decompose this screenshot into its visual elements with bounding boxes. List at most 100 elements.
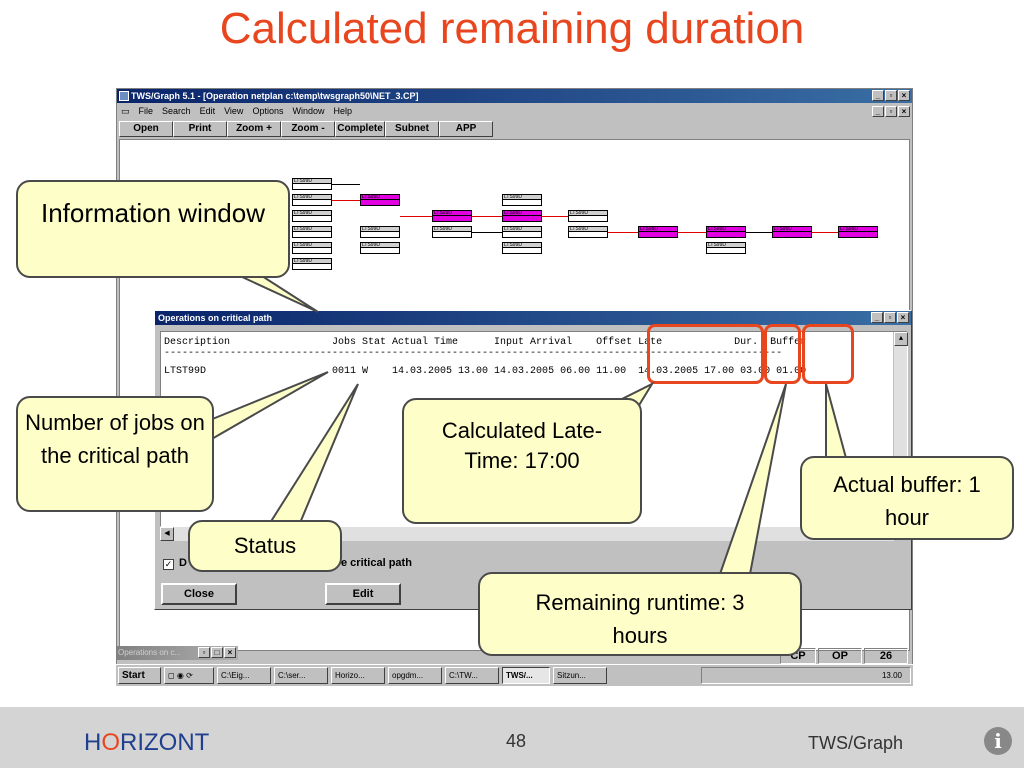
critical-node[interactable]: LTS99D — [772, 226, 812, 238]
netplan-node[interactable]: LTS99D — [292, 242, 332, 254]
restore-button[interactable]: ▫ — [885, 90, 897, 101]
dialog-title: Operations on critical path — [158, 313, 273, 323]
critical-path-checkbox[interactable]: ✓ — [163, 559, 174, 570]
system-tray: 13.00 — [701, 667, 911, 684]
netplan-edge — [472, 232, 502, 233]
netplan-node[interactable]: LTS99D — [292, 210, 332, 222]
scroll-up-icon[interactable]: ▲ — [894, 332, 908, 346]
critical-node[interactable]: LTS99D — [638, 226, 678, 238]
table-row[interactable]: LTST99D 0011 W 14.03.2005 13.00 14.03.20… — [164, 366, 807, 377]
doc-minimize-button[interactable]: _ — [872, 106, 884, 117]
netplan-node[interactable]: LTS99D — [706, 242, 746, 254]
callout-number-of-jobs: Number of jobs on the critical path — [16, 396, 214, 512]
close-window-button[interactable]: × — [898, 90, 910, 101]
menu-help[interactable]: Help — [333, 106, 352, 116]
netplan-node[interactable]: LTS99D — [360, 242, 400, 254]
list-header: Description Jobs Stat Actual Time Input … — [164, 337, 807, 348]
minimize-button[interactable]: _ — [872, 90, 884, 101]
doc-icon: ▭ — [121, 106, 130, 116]
page-number: 48 — [506, 731, 527, 751]
dialog-minimize-button[interactable]: _ — [871, 312, 883, 323]
min-restore-button[interactable]: ▫ — [198, 647, 210, 658]
slide-title: Calculated remaining duration — [219, 4, 805, 53]
critical-edge — [608, 232, 638, 233]
menu-search[interactable]: Search — [162, 106, 191, 116]
netplan-node[interactable]: LTS99D — [292, 194, 332, 206]
open-button[interactable]: Open — [119, 121, 173, 137]
menu-view[interactable]: View — [224, 106, 244, 116]
netplan-node[interactable]: LTS99D — [502, 242, 542, 254]
min-close-button[interactable]: × — [224, 647, 236, 658]
netplan-node[interactable]: LTS99D — [502, 194, 542, 206]
critical-edge — [472, 216, 502, 217]
window-controls: _ ▫ × — [872, 90, 910, 101]
callout-information-window: Information window — [16, 180, 290, 278]
horizontal-scrollbar[interactable]: ◀ — [160, 527, 894, 541]
netplan-node[interactable]: LTS99D — [360, 226, 400, 238]
app-titlebar: TWS/Graph 5.1 - [Operation netplan c:\te… — [117, 89, 912, 103]
critical-edge — [332, 200, 360, 201]
minimized-window-controls: ▫ □ × — [198, 647, 236, 658]
close-button[interactable]: Close — [161, 583, 237, 605]
taskbar-item[interactable]: opgdm... — [388, 667, 442, 684]
critical-node[interactable]: LTS99D — [502, 210, 542, 222]
taskbar-item-active[interactable]: TWS/... — [502, 667, 550, 684]
netplan-edge — [332, 184, 360, 185]
app-button[interactable]: APP — [439, 121, 493, 137]
taskbar-item[interactable]: Sitzun... — [553, 667, 607, 684]
scroll-left-icon[interactable]: ◀ — [160, 527, 174, 541]
netplan-node[interactable]: LTS99D — [292, 226, 332, 238]
callout-actual-buffer: Actual buffer: 1 hour — [800, 456, 1014, 540]
info-icon[interactable]: i — [984, 727, 1012, 755]
document-window-controls: _ ▫ × — [872, 106, 910, 117]
menu-file[interactable]: File — [138, 106, 154, 116]
netplan-node[interactable]: LTS99D — [292, 178, 332, 190]
taskbar-item[interactable]: Horizo... — [331, 667, 385, 684]
netplan-node[interactable]: LTS99D — [568, 210, 608, 222]
taskbar-item[interactable]: C:\Eig... — [217, 667, 271, 684]
taskbar-item[interactable]: C:\TW... — [445, 667, 499, 684]
zoom-out-button[interactable]: Zoom - — [281, 121, 335, 137]
menu-window[interactable]: Window — [292, 106, 325, 116]
checkbox-label-tail: e critical path — [341, 557, 412, 569]
late-highlight — [647, 324, 764, 384]
start-button[interactable]: Start — [118, 667, 161, 684]
doc-close-button[interactable]: × — [898, 106, 910, 117]
dialog-close-x-button[interactable]: × — [897, 312, 909, 323]
netplan-node[interactable]: LTS99D — [502, 226, 542, 238]
complete-button[interactable]: Complete — [335, 121, 385, 137]
menu-options[interactable]: Options — [252, 106, 284, 116]
critical-node[interactable]: LTS99D — [838, 226, 878, 238]
app-icon — [119, 91, 129, 101]
menu-edit[interactable]: Edit — [199, 106, 216, 116]
status-count: 26 — [864, 648, 908, 664]
edit-button[interactable]: Edit — [325, 583, 401, 605]
status-op: OP — [818, 648, 862, 664]
netplan-node[interactable]: LTS99D — [432, 226, 472, 238]
critical-node[interactable]: LTS99D — [706, 226, 746, 238]
taskbar: Start ◻ ◉ ⟳ C:\Eig... C:\ser... Horizo..… — [116, 664, 913, 686]
taskbar-item[interactable]: C:\ser... — [274, 667, 328, 684]
critical-edge — [400, 216, 432, 217]
zoom-in-button[interactable]: Zoom + — [227, 121, 281, 137]
min-maximize-button[interactable]: □ — [211, 647, 223, 658]
netplan-node[interactable]: LTS99D — [568, 226, 608, 238]
critical-edge — [542, 216, 568, 217]
list-separator: ----------------------------------------… — [164, 348, 783, 359]
netplan-node[interactable]: LTS99D — [292, 258, 332, 270]
menubar: ▭ File Search Edit View Options Window H… — [117, 104, 912, 119]
critical-node[interactable]: LTS99D — [432, 210, 472, 222]
buffer-highlight — [802, 324, 854, 384]
minimized-window[interactable]: Operations on c... ▫ □ × — [116, 646, 238, 660]
toolbar: Open Print Zoom + Zoom - Complete Subnet… — [119, 121, 493, 137]
print-button[interactable]: Print — [173, 121, 227, 137]
dialog-maximize-button[interactable]: ▫ — [884, 312, 896, 323]
critical-node[interactable]: LTS99D — [360, 194, 400, 206]
quicklaunch[interactable]: ◻ ◉ ⟳ — [164, 667, 214, 684]
subnet-button[interactable]: Subnet — [385, 121, 439, 137]
clock: 13.00 — [881, 671, 902, 680]
doc-restore-button[interactable]: ▫ — [885, 106, 897, 117]
checkbox-label: D — [179, 557, 187, 569]
app-title: TWS/Graph 5.1 - [Operation netplan c:\te… — [131, 91, 419, 101]
slide-footer: HORIZONT 48 TWS/Graph i — [0, 707, 1024, 768]
